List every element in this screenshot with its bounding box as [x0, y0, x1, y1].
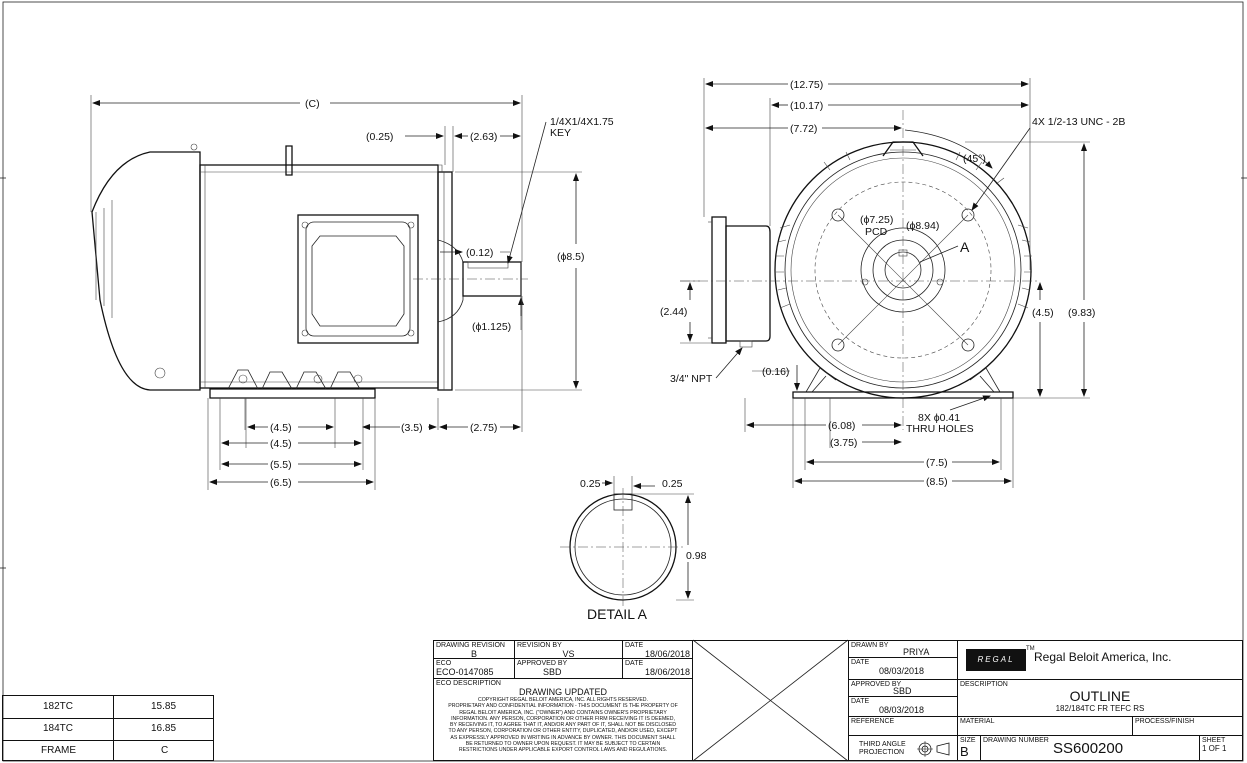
dim-9-83: (9.83) [1068, 307, 1095, 319]
pcd-label: PCD [865, 226, 888, 238]
revision-by: VS [562, 649, 575, 659]
drawing-number: SS600200 [1053, 740, 1124, 757]
drawn-date-cell: DATE 08/03/2018 [848, 657, 958, 680]
eco-number: ECO-0147085 [436, 667, 494, 677]
c-header: C [161, 745, 169, 756]
dim-0-16: (0.16) [762, 366, 789, 378]
dim-4-5-b: (4.5) [270, 438, 292, 450]
npt-label: 3/4" NPT [670, 373, 713, 385]
third-angle-projection-icon [917, 741, 950, 757]
dim-6-08: (6.08) [828, 420, 855, 432]
drawn-by-cell: DRAWN BY PRIYA [848, 640, 958, 658]
frame-table: 182TC 15.85 184TC 16.85 FRAME C [2, 695, 214, 761]
description-cell: DESCRIPTION OUTLINE 182/184TC FR TEFC RS [957, 679, 1243, 717]
drawn-date: 08/03/2018 [879, 666, 925, 676]
dim-c: (C) [305, 98, 320, 110]
approved-cell: APPROVED BY SBD [848, 679, 958, 697]
detail-dim-0-25-right: 0.25 [662, 478, 683, 490]
dim-5-5: (5.5) [270, 459, 292, 471]
approved-date-rev-cell: DATE 18/06/2018 [622, 658, 693, 679]
process-finish-cell: PROCESS/FINISH [1132, 716, 1243, 736]
detail-a-callout: A [960, 239, 970, 255]
detail-a: 0.25 0.25 0.98 DETAIL A [560, 476, 707, 622]
dim-8-94: (ϕ8.94) [906, 220, 939, 232]
dim-0-12: (0.12) [466, 247, 493, 259]
reference-cell: REFERENCE [848, 716, 958, 736]
dim-2-44: (2.44) [660, 306, 687, 318]
approved-date-cell: DATE 08/03/2018 [848, 696, 958, 717]
c-cell: 16.85 [151, 723, 177, 734]
dim-0-25: (0.25) [366, 131, 393, 143]
dim-8-5: (ϕ8.5) [557, 251, 584, 263]
drawing-number-cell: DRAWING NUMBER SS600200 [980, 735, 1200, 761]
regal-logo: REGAL [966, 649, 1026, 671]
frame-cell: 182TC [43, 701, 74, 712]
description: OUTLINE [1069, 688, 1131, 704]
c-cell: 15.85 [151, 701, 177, 712]
revision-date: 18/06/2018 [644, 649, 690, 659]
projection-cell: THIRD ANGLE PROJECTION [848, 735, 958, 761]
revision-date-cell: DATE 18/06/2018 [622, 640, 693, 659]
detail-dim-0-98: 0.98 [686, 550, 707, 562]
dim-7-5: (7.5) [926, 457, 948, 469]
approved-by-rev-cell: APPROVED BY SBD [514, 658, 623, 679]
detail-a-title: DETAIL A [587, 606, 648, 622]
dim-45-deg: (45°) [963, 153, 986, 165]
approved-date-rev: 18/06/2018 [644, 667, 690, 677]
dim-2-63: (2.63) [470, 131, 497, 143]
thru-holes-label-2: THRU HOLES [906, 423, 974, 435]
detail-dim-0-25-left: 0.25 [580, 478, 601, 490]
dim-3-75: (3.75) [830, 437, 857, 449]
trademark: TM [1026, 646, 1035, 652]
revision-by-cell: REVISION BY VS [514, 640, 623, 659]
size: B [960, 744, 969, 759]
eco-cell: ECO ECO-0147085 [433, 658, 515, 679]
dim-3-5: (3.5) [401, 422, 423, 434]
frame-row: FRAME C [3, 740, 213, 762]
dim-10-17: (10.17) [790, 100, 823, 112]
thru-holes-label: 8X ϕ0.41 [918, 412, 960, 424]
approved-date: 08/03/2018 [879, 705, 925, 715]
company-cell: REGAL TM Regal Beloit America, Inc. [957, 640, 1243, 680]
company-name: Regal Beloit America, Inc. [1034, 650, 1172, 664]
dim-12-75: (12.75) [790, 79, 823, 91]
dim-2-75: (2.75) [470, 422, 497, 434]
dim-4-5-v: (4.5) [1032, 307, 1054, 319]
size-cell: SIZE B [957, 735, 981, 761]
tapped-holes-label: 4X 1/2-13 UNC - 2B [1032, 116, 1125, 128]
side-view: (C) (0.25) (2.63) 1/4X1/4X1.75 KEY (0.12… [90, 95, 614, 490]
material-cell: MATERIAL [957, 716, 1133, 736]
frame-row: 184TC 16.85 [3, 718, 213, 741]
eco-description-cell: ECO DESCRIPTION DRAWING UPDATED COPYRIGH… [433, 678, 693, 761]
eco-description: DRAWING UPDATED [518, 687, 607, 697]
key-label-2: KEY [550, 127, 571, 139]
frame-header: FRAME [41, 745, 76, 756]
dim-8-5-h: (8.5) [926, 476, 948, 488]
frame-cell: 184TC [43, 723, 74, 734]
description-sub: 182/184TC FR TEFC RS [1055, 704, 1145, 713]
sheet: 1 OF 1 [1202, 744, 1227, 753]
sheet-cell: SHEET 1 OF 1 [1199, 735, 1243, 761]
approved-by: SBD [893, 686, 912, 696]
blank-box [692, 640, 849, 761]
key-label: 1/4X1/4X1.75 [550, 116, 614, 128]
front-view: (12.75) (10.17) (7.72) 4X 1/2-13 UNC - 2… [660, 78, 1125, 488]
drawn-by: PRIYA [903, 647, 930, 657]
frame-row: 182TC 15.85 [3, 696, 213, 719]
dim-7-72: (7.72) [790, 123, 817, 135]
drawing-revision: B [470, 649, 477, 659]
approved-by-rev: SBD [543, 667, 562, 677]
dim-7-25: (ϕ7.25) [860, 214, 893, 226]
dim-4-5-a: (4.5) [270, 422, 292, 434]
blank-cross-box [692, 639, 849, 762]
drawing-revision-cell: DRAWING REVISION B [433, 640, 515, 659]
copyright-notice: COPYRIGHT REGAL BELOIT AMERICA, INC. ALL… [448, 697, 678, 754]
dim-6-5: (6.5) [270, 477, 292, 489]
dim-1-125: (ϕ1.125) [472, 321, 511, 333]
